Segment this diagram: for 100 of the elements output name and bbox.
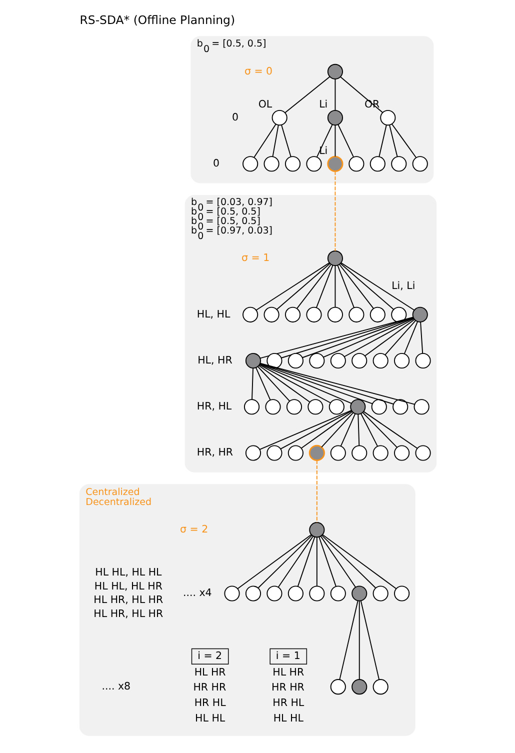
node-circle: [306, 156, 322, 172]
node-circle: [394, 445, 410, 461]
node-circle: [413, 399, 429, 415]
connector: [378, 124, 386, 157]
node-label: Li: [318, 98, 328, 111]
node-circle: [390, 306, 406, 322]
node-circle: [306, 306, 322, 322]
node-circle: [330, 586, 346, 602]
connector: [316, 460, 317, 523]
node-circle: [308, 586, 324, 602]
node-circle: [271, 110, 287, 126]
node-circle: [348, 306, 364, 322]
node-circle: [372, 586, 388, 602]
connector: [334, 124, 336, 157]
connector: [258, 365, 310, 402]
connector: [259, 316, 414, 359]
connector: [284, 76, 330, 114]
connector: [301, 317, 414, 358]
connector: [236, 534, 312, 590]
node-circle: [330, 445, 346, 461]
label: HL HR, HL HR: [93, 594, 163, 606]
connector: [316, 124, 332, 158]
connector: [255, 262, 330, 311]
label: HL, HR: [197, 354, 232, 366]
connector: [318, 536, 336, 587]
connector: [360, 600, 380, 680]
label: HL, HL: [196, 308, 230, 320]
node-circle: [286, 399, 302, 415]
node-circle: [326, 110, 343, 126]
node-circle: [372, 679, 388, 695]
node-circle: [328, 399, 344, 415]
node-label: HR HL: [272, 697, 304, 709]
connector: [339, 263, 394, 310]
node-circle: [370, 399, 386, 415]
connector: [322, 534, 396, 590]
node-circle: [284, 156, 300, 172]
connector: [340, 262, 414, 311]
node-circle: [263, 306, 279, 322]
node-label: HR HR: [192, 682, 226, 694]
node-circle: [414, 352, 430, 369]
connector: [322, 318, 414, 358]
connector: [258, 410, 352, 450]
node-circle: [369, 306, 385, 322]
diagram-title: RS-SDA* (Offline Planning): [79, 12, 235, 27]
connector: [360, 413, 378, 447]
node-label: OL: [258, 98, 272, 111]
node-circle: [284, 306, 300, 322]
node-circle: [412, 156, 428, 172]
label: HL HL, HL HL: [94, 566, 162, 578]
edge-label: Li, Li: [391, 280, 415, 292]
node-circle: [394, 352, 410, 369]
connector: [296, 536, 315, 587]
node-circle: [308, 522, 324, 538]
connector: [277, 536, 313, 588]
node-circle: [264, 399, 280, 415]
node-circle: [224, 586, 240, 602]
node-circle: [348, 156, 364, 172]
connector: [340, 413, 356, 447]
connector: [280, 124, 291, 158]
connector: [338, 600, 358, 680]
node-circle: [390, 156, 406, 172]
node-circle: [394, 586, 410, 602]
connector: [336, 264, 354, 308]
connector: [320, 412, 354, 448]
node-circle: [326, 64, 343, 80]
connector: [320, 534, 376, 588]
connector: [420, 322, 423, 354]
node-circle: [244, 352, 261, 369]
node-label: HR HR: [271, 682, 304, 694]
connector: [334, 265, 336, 308]
node-circle: [326, 306, 343, 322]
node-circle: [369, 156, 385, 172]
node-box: i = 2: [190, 648, 228, 664]
label: 0: [212, 158, 220, 170]
node-circle: [330, 679, 346, 695]
connector: [258, 364, 330, 404]
connector: [338, 264, 374, 309]
connector: [403, 321, 418, 354]
node-circle: [266, 352, 282, 369]
node-circle: [414, 445, 430, 461]
connector: [255, 367, 270, 400]
connector: [334, 170, 336, 252]
connector: [259, 363, 372, 404]
connector: [362, 411, 418, 449]
label: HL HR, HL HR: [93, 608, 163, 620]
connector: [364, 319, 414, 356]
connector: [339, 76, 383, 114]
node-label: HR HL: [194, 697, 226, 709]
connector: [251, 368, 253, 400]
node-circle: [351, 352, 367, 369]
node-circle: [266, 445, 282, 461]
label: 0: [232, 111, 238, 124]
connector: [257, 534, 312, 588]
node-label: HL HR: [272, 666, 304, 678]
node-circle: [350, 399, 366, 415]
connector: [357, 414, 360, 446]
label: HR, HR: [196, 446, 233, 459]
node-circle: [372, 352, 388, 369]
node-circle: [308, 444, 324, 462]
node-circle: [351, 679, 367, 695]
